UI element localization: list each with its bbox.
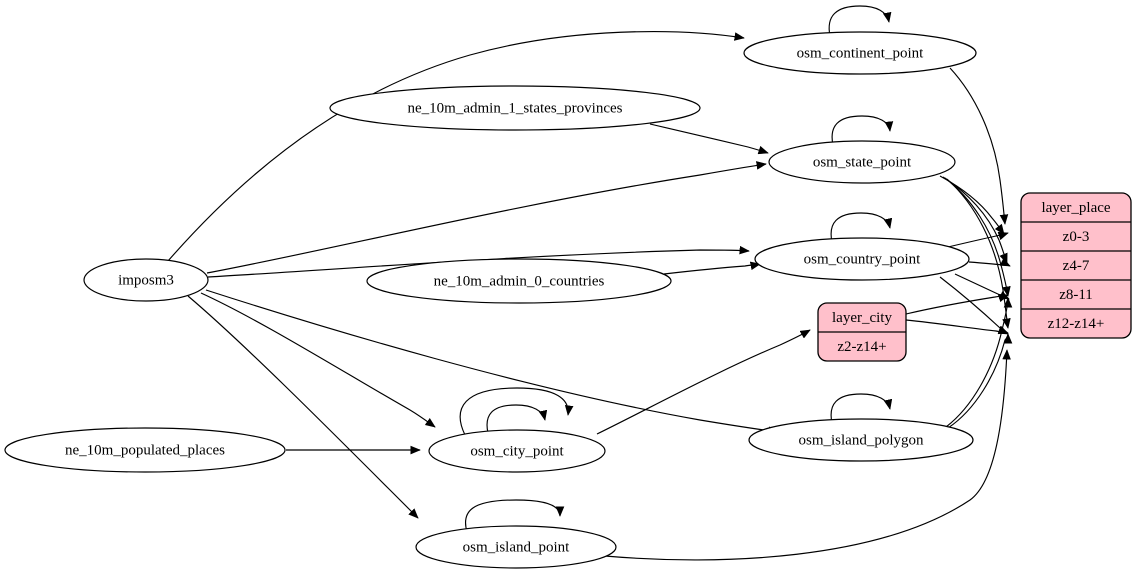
edge-osm_state_point-to-osm_state_point [831, 115, 894, 146]
edge-osm_island_point-to-osm_island_point [464, 499, 565, 533]
edge-path [206, 161, 767, 274]
edge-osm_continent_point-to-layer_place [949, 67, 1009, 225]
edge-osm_country_point-to-layer_place_z4 [968, 257, 1011, 267]
edge-path [944, 177, 1011, 297]
edge-path [905, 319, 1009, 335]
edge-imposm3-to-osm_continent_point [167, 31, 745, 262]
node-ne_10m_admin_0_countries[interactable]: ne_10m_admin_0_countries [366, 258, 672, 304]
edge-osm_island_polygon-to-layer_place_z12 [947, 333, 1013, 429]
node-osm_country_point[interactable]: osm_country_point [754, 237, 970, 281]
record-row-layer_place-2[interactable] [1021, 251, 1131, 280]
edge-osm_state_point-to-layer_place_z12 [946, 178, 1011, 329]
edge-path [459, 387, 574, 436]
record-row-layer_place-3[interactable] [1021, 280, 1131, 309]
record-row-layer_city-0[interactable] [818, 303, 906, 332]
record-row-layer_city-1[interactable] [818, 332, 906, 361]
edge-path [486, 404, 548, 434]
edge-path [946, 178, 1011, 329]
edge-path [905, 293, 1009, 315]
edge-imposm3-to-osm_country_point [207, 245, 750, 278]
edge-osm_city_point-to-layer_city [596, 329, 811, 435]
node-shape-ne_10m_admin_0_countries[interactable] [366, 258, 672, 304]
edge-ne_10m_admin_0_countries-to-osm_country_point [663, 261, 761, 275]
node-shape-osm_continent_point[interactable] [743, 31, 977, 75]
edge-path [187, 295, 419, 519]
edge-path [596, 329, 811, 435]
node-imposm3[interactable]: imposm3 [83, 258, 209, 302]
edge-path [945, 297, 1013, 428]
edge-path [649, 123, 769, 155]
node-shape-ne_10m_populated_places[interactable] [4, 427, 286, 473]
edge-imposm3-to-osm_island_point [187, 295, 419, 519]
edge-path [464, 499, 565, 533]
node-shape-imposm3[interactable] [83, 258, 209, 302]
edge-imposm3-to-osm_city_point [200, 292, 436, 428]
node-shape-ne_10m_admin_1_states_provinces[interactable] [329, 85, 701, 131]
edge-path [207, 245, 750, 278]
edge-ne_10m_admin_1_states_provinces-to-osm_state_point [649, 123, 769, 155]
record-row-layer_place-1[interactable] [1021, 222, 1131, 251]
edge-osm_country_point-to-layer_place [947, 231, 1009, 248]
edges-layer [167, 5, 1013, 561]
node-osm_city_point[interactable]: osm_city_point [428, 429, 606, 473]
record-row-layer_place-4[interactable] [1021, 309, 1131, 338]
edge-imposm3-to-osm_island_polygon [205, 289, 779, 435]
edge-osm_island_polygon-to-osm_island_polygon [830, 393, 893, 424]
node-shape-osm_state_point[interactable] [768, 140, 956, 184]
nodes-layer: imposm3 ne_10m_admin_1_states_provincesne… [4, 31, 977, 569]
edge-osm_city_point-to-osm_city_point [486, 404, 548, 434]
edge-path [200, 292, 436, 428]
edge-layer_city-to-layer_place_z8 [905, 293, 1009, 315]
edge-path [828, 5, 892, 37]
record-row-layer_place-0[interactable] [1021, 193, 1131, 222]
node-shape-osm_island_polygon[interactable] [748, 418, 974, 462]
edge-path [167, 31, 745, 262]
edge-path [830, 393, 893, 424]
node-osm_island_point[interactable]: osm_island_point [415, 525, 617, 569]
edge-osm_island_polygon-to-layer_place_z8 [945, 297, 1013, 428]
edge-path [604, 349, 1011, 561]
node-ne_10m_populated_places[interactable]: ne_10m_populated_places [4, 427, 286, 473]
node-shape-osm_country_point[interactable] [754, 237, 970, 281]
edge-path [949, 67, 1009, 225]
record-frame-layer_place[interactable] [1020, 192, 1132, 339]
node-osm_continent_point[interactable]: osm_continent_point [743, 31, 977, 75]
edge-path [663, 261, 761, 275]
edge-osm_island_point-to-layer_place_z12 [604, 349, 1011, 561]
edge-path [205, 289, 779, 435]
node-shape-osm_city_point[interactable] [428, 429, 606, 473]
node-shape-osm_island_point[interactable] [415, 525, 617, 569]
edge-osm_country_point-to-osm_country_point [830, 212, 893, 243]
edge-path [947, 333, 1013, 429]
edge-imposm3-to-osm_state_point [206, 161, 767, 274]
node-osm_state_point[interactable]: osm_state_point [768, 140, 956, 184]
edge-path [830, 212, 893, 243]
edge-osm_city_point-to-osm_city_point [459, 387, 574, 436]
node-ne_10m_admin_1_states_provinces[interactable]: ne_10m_admin_1_states_provinces [329, 85, 701, 131]
edge-path [947, 231, 1009, 248]
edge-path [968, 257, 1011, 267]
edge-osm_continent_point-to-osm_continent_point [828, 5, 892, 37]
node-osm_island_polygon[interactable]: osm_island_polygon [748, 418, 974, 462]
edge-layer_city-to-layer_place_z12 [905, 319, 1009, 335]
edge-osm_state_point-to-layer_place_z8 [944, 177, 1011, 297]
edge-path [831, 115, 894, 146]
